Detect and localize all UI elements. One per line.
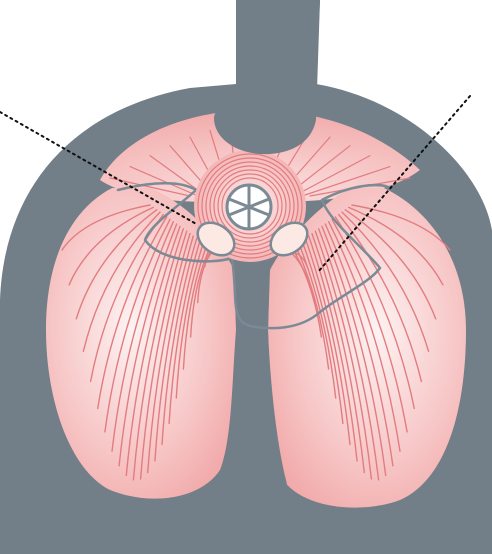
neck-stalk	[214, 0, 320, 154]
